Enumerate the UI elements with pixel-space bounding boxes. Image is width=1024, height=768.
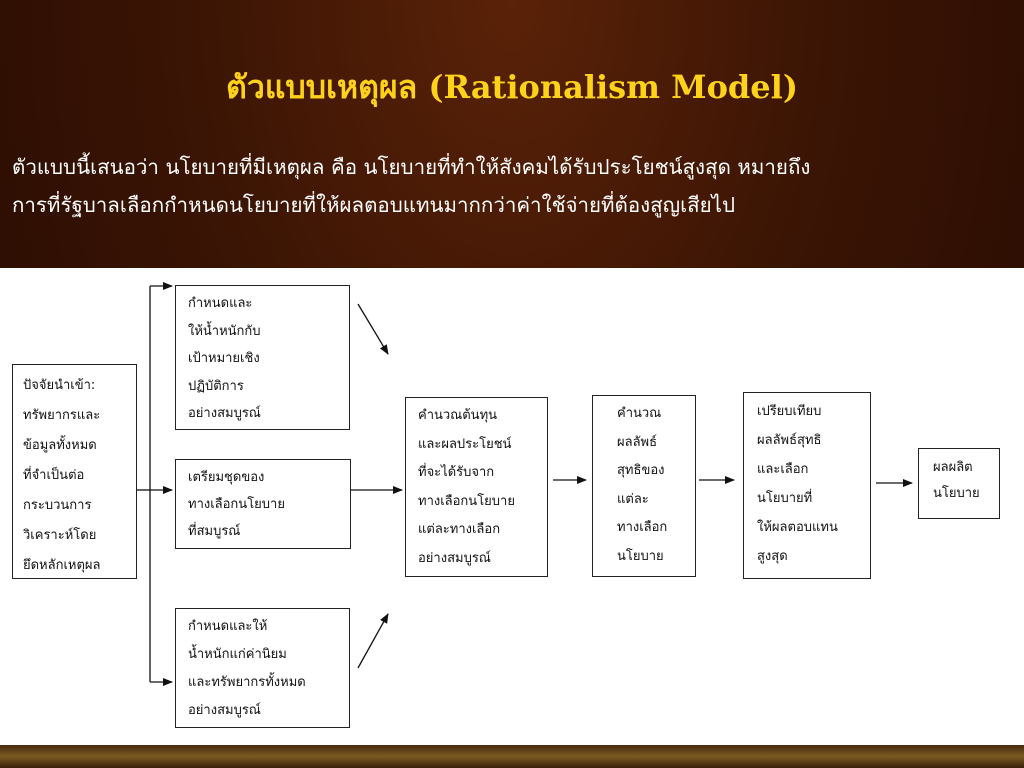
net-result-line: ทางเลือก bbox=[617, 520, 668, 535]
cost-benefit-line: ทางเลือกนโยบาย bbox=[418, 493, 515, 509]
compare-line: ผลลัพธ์สุทธิ bbox=[757, 433, 822, 448]
arrow-goals-diagonal bbox=[357, 303, 389, 355]
alternatives-line: ที่สมบูรณ์ bbox=[188, 524, 241, 539]
values-line: น้ำหนักแก่ค่านิยม bbox=[188, 647, 287, 662]
net-result-line: คำนวณ bbox=[617, 406, 662, 421]
output-box: ผลผลิต นโยบาย bbox=[918, 448, 1000, 519]
input-line: ที่จำเป็นต่อ bbox=[23, 468, 85, 483]
intro-paragraph: ตัวแบบนี้เสนอว่า นโยบายที่มีเหตุผล คือ น… bbox=[12, 148, 1012, 224]
intro-line-2: การที่รัฐบาลเลือกกำหนดนโยบายที่ให้ผลตอบแ… bbox=[12, 193, 736, 217]
cost-benefit-line: และผลประโยชน์ bbox=[418, 436, 512, 452]
cost-benefit-line: คำนวณต้นทุน bbox=[418, 408, 498, 423]
input-line: ปัจจัยนำเข้า: bbox=[23, 378, 96, 393]
input-box: ปัจจัยนำเข้า: ทรัพยากรและ ข้อมูลทั้งหมด … bbox=[12, 364, 137, 579]
input-line: วิเคราะห์โดย bbox=[23, 528, 97, 543]
rationalism-model-diagram: ปัจจัยนำเข้า: ทรัพยากรและ ข้อมูลทั้งหมด … bbox=[0, 268, 1024, 745]
net-result-line: ผลลัพธ์ bbox=[617, 434, 658, 450]
net-result-line: สุทธิของ bbox=[617, 463, 665, 478]
cost-benefit-box: คำนวณต้นทุน และผลประโยชน์ ที่จะได้รับจาก… bbox=[405, 397, 548, 577]
input-line: ทรัพยากรและ bbox=[23, 408, 101, 423]
compare-line: นโยบายที่ bbox=[757, 491, 813, 506]
goals-line: ให้น้ำหนักกับ bbox=[188, 323, 261, 339]
goals-line: เป้าหมายเชิง bbox=[188, 351, 260, 366]
bottom-decorative-bar bbox=[0, 745, 1024, 768]
cost-benefit-line: ที่จะได้รับจาก bbox=[418, 465, 495, 480]
goals-line: ปฏิบัติการ bbox=[188, 378, 244, 394]
cost-benefit-line: แต่ละทางเลือก bbox=[418, 522, 501, 537]
input-line: กระบวนการ bbox=[23, 498, 92, 513]
alternatives-box: เตรียมชุดของ ทางเลือกนโยบาย ที่สมบูรณ์ bbox=[175, 459, 351, 549]
output-line: ผลผลิต bbox=[933, 460, 973, 475]
values-box: กำหนดและให้ น้ำหนักแก่ค่านิยม และทรัพยาก… bbox=[175, 608, 350, 728]
input-line: ยึดหลักเหตุผล bbox=[23, 558, 101, 573]
compare-line: ให้ผลตอบแทน bbox=[757, 520, 838, 535]
intro-line-1: ตัวแบบนี้เสนอว่า นโยบายที่มีเหตุผล คือ น… bbox=[12, 155, 811, 179]
alternatives-line: ทางเลือกนโยบาย bbox=[188, 497, 285, 512]
compare-box: เปรียบเทียบ ผลลัพธ์สุทธิ และเลือก นโยบาย… bbox=[743, 392, 871, 579]
compare-line: เปรียบเทียบ bbox=[757, 404, 822, 419]
input-line: ข้อมูลทั้งหมด bbox=[23, 438, 97, 453]
arrow-values-diagonal bbox=[357, 613, 389, 669]
values-line: กำหนดและให้ bbox=[188, 619, 268, 634]
net-result-box: คำนวณ ผลลัพธ์ สุทธิของ แต่ละ ทางเลือก นโ… bbox=[592, 395, 696, 577]
goals-box: กำหนดและ ให้น้ำหนักกับ เป้าหมายเชิง ปฏิบ… bbox=[175, 285, 350, 430]
cost-benefit-line: อย่างสมบูรณ์ bbox=[418, 550, 491, 566]
values-line: และทรัพยากรทั้งหมด bbox=[188, 675, 306, 690]
goals-line: กำหนดและ bbox=[188, 296, 253, 311]
alternatives-line: เตรียมชุดของ bbox=[188, 470, 265, 485]
goals-line: อย่างสมบูรณ์ bbox=[188, 406, 261, 421]
flow-arrows bbox=[137, 282, 913, 686]
slide-title: ตัวแบบเหตุผล (Rationalism Model) bbox=[226, 68, 798, 106]
net-result-line: แต่ละ bbox=[617, 491, 649, 507]
output-line: นโยบาย bbox=[933, 486, 980, 501]
values-line: อย่างสมบูรณ์ bbox=[188, 703, 261, 718]
net-result-line: นโยบาย bbox=[617, 548, 664, 564]
compare-line: และเลือก bbox=[757, 462, 809, 477]
compare-line: สูงสุด bbox=[757, 549, 788, 564]
